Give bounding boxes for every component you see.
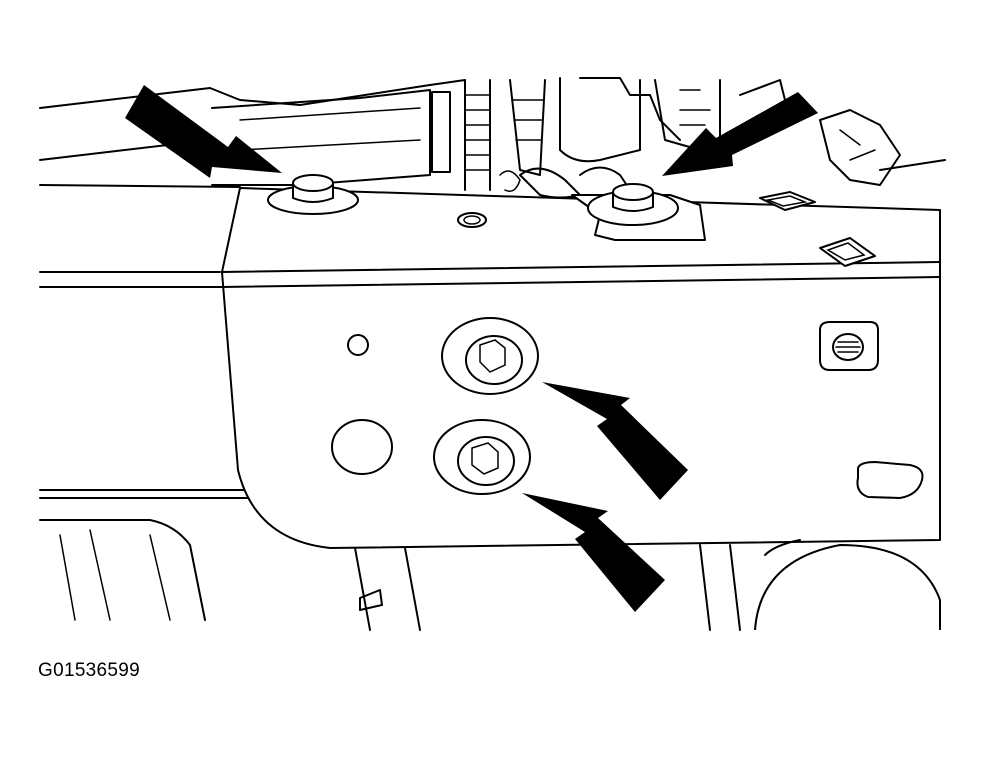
lower-socket-bolt [433, 419, 531, 495]
frame-rails [39, 184, 261, 499]
arrow-icon [542, 382, 688, 500]
threaded-hole [457, 212, 487, 228]
lower-components [39, 519, 941, 631]
top-right-bolt [587, 183, 679, 226]
figure-id-label: G01536599 [38, 660, 141, 681]
top-left-bolt [267, 174, 359, 215]
upper-socket-bolt [441, 317, 539, 395]
bracket-plate [221, 187, 941, 549]
retainer-clips [759, 191, 879, 371]
arrow-group [125, 85, 818, 612]
plate-holes [331, 334, 924, 499]
arrow-icon [662, 92, 818, 176]
arrow-icon [125, 85, 282, 178]
arrow-icon [522, 493, 665, 612]
